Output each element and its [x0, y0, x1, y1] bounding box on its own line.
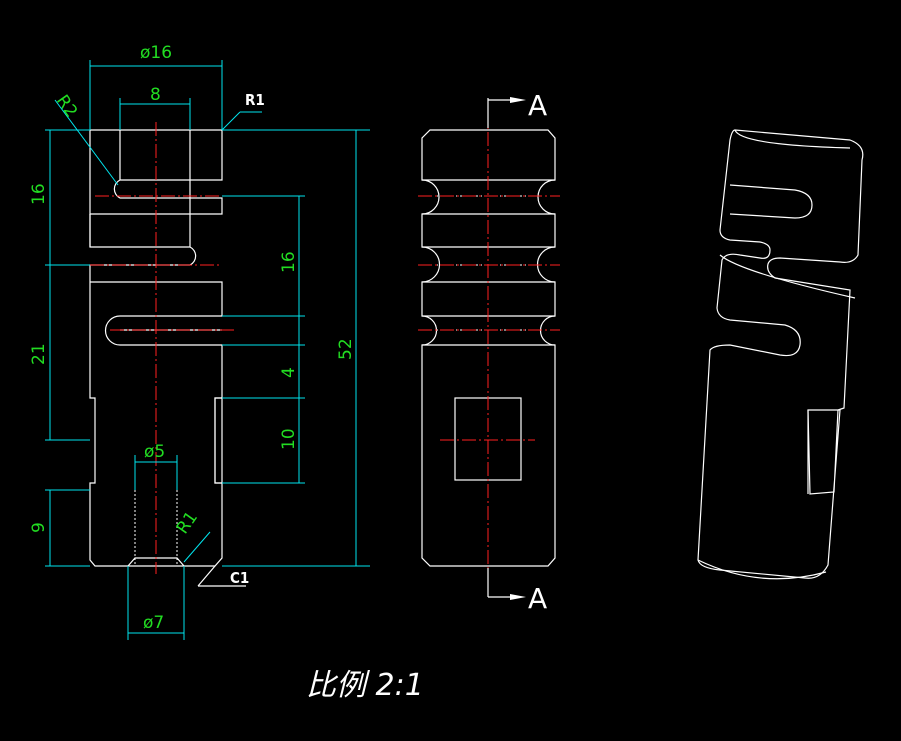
scale-label: 比例 2:1	[306, 668, 424, 703]
dim-dia16: ø16	[140, 43, 172, 63]
dim-h16-left: 16	[29, 183, 49, 205]
dim-r1-top: R1	[245, 91, 265, 109]
front-view-body	[89, 214, 223, 567]
section-arrow-top	[487, 97, 526, 128]
dim-r1-bottom: R1	[173, 508, 202, 538]
dim-h4: 4	[279, 367, 299, 378]
front-view-dimension-lines	[45, 60, 370, 640]
isometric-view	[697, 129, 864, 580]
iso-view-outline	[697, 129, 864, 579]
front-view: ø16 8 R2 R1 16 21 16 4 52 10 ø5 R1 9 C1 …	[29, 43, 370, 640]
dim-h21: 21	[29, 343, 49, 365]
iso-view-curve	[719, 254, 856, 299]
dim-h16-right: 16	[279, 251, 299, 273]
section-arrow-bottom	[487, 568, 526, 600]
dim-dia5: ø5	[144, 442, 165, 462]
dim-width8: 8	[150, 85, 161, 105]
dim-h52: 52	[336, 338, 356, 360]
section-mark-top: A	[528, 89, 547, 122]
section-mark-bottom: A	[528, 582, 547, 615]
front-view-inner-slot	[119, 130, 191, 247]
dim-r2: R2	[52, 91, 81, 121]
iso-view-slot	[729, 184, 813, 219]
dim-h9: 9	[29, 522, 49, 533]
dim-dia7: ø7	[143, 613, 164, 633]
dim-c1: C1	[230, 569, 249, 587]
iso-view-curve	[697, 559, 827, 580]
dim-h10: 10	[279, 428, 299, 450]
front-view-window	[214, 397, 223, 484]
iso-view-curve	[734, 129, 851, 149]
side-view: A A	[418, 89, 560, 615]
